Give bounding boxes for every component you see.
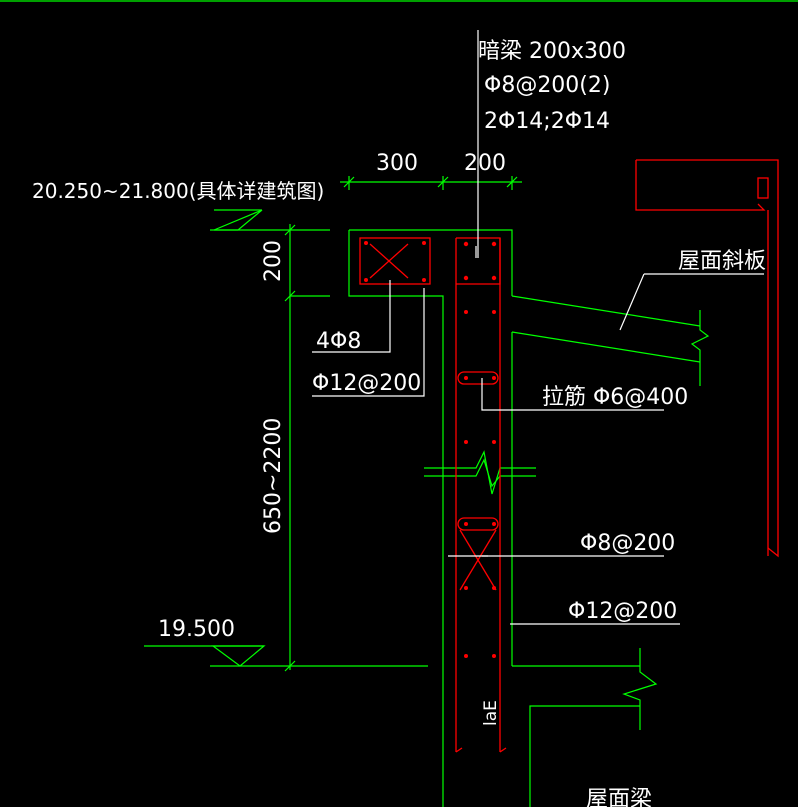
tie-bar-label: 拉筋 Φ6@400: [542, 385, 688, 410]
elevation-top: 20.250~21.800(具体详建筑图): [32, 179, 324, 203]
top-stirrup-label: Φ12@200: [312, 371, 421, 396]
dark-beam-bars: 2Φ14;2Φ14: [484, 109, 610, 134]
dimension-height-range: 650~2200: [261, 418, 286, 534]
elevation-bottom: 19.500: [158, 617, 235, 642]
wall-vertical-label: Φ12@200: [568, 599, 677, 624]
rebar: [359, 159, 779, 753]
roof-beam-label: 屋面梁: [586, 787, 652, 807]
dark-beam-title: 暗梁 200x300: [478, 39, 626, 64]
dimension-width-b: 200: [464, 151, 506, 176]
wall-horizontal-label: Φ8@200: [580, 531, 675, 556]
dark-beam-stirrup: Φ8@200(2): [484, 73, 610, 98]
anchorage-label: laE: [481, 700, 501, 726]
roof-slab-label: 屋面斜板: [678, 249, 766, 274]
dimension-width-a: 300: [376, 151, 418, 176]
leader-lines: [312, 30, 764, 625]
concrete-outline: [144, 176, 710, 807]
dimension-height-top: 200: [261, 240, 286, 282]
top-bars-label: 4Φ8: [316, 329, 361, 354]
